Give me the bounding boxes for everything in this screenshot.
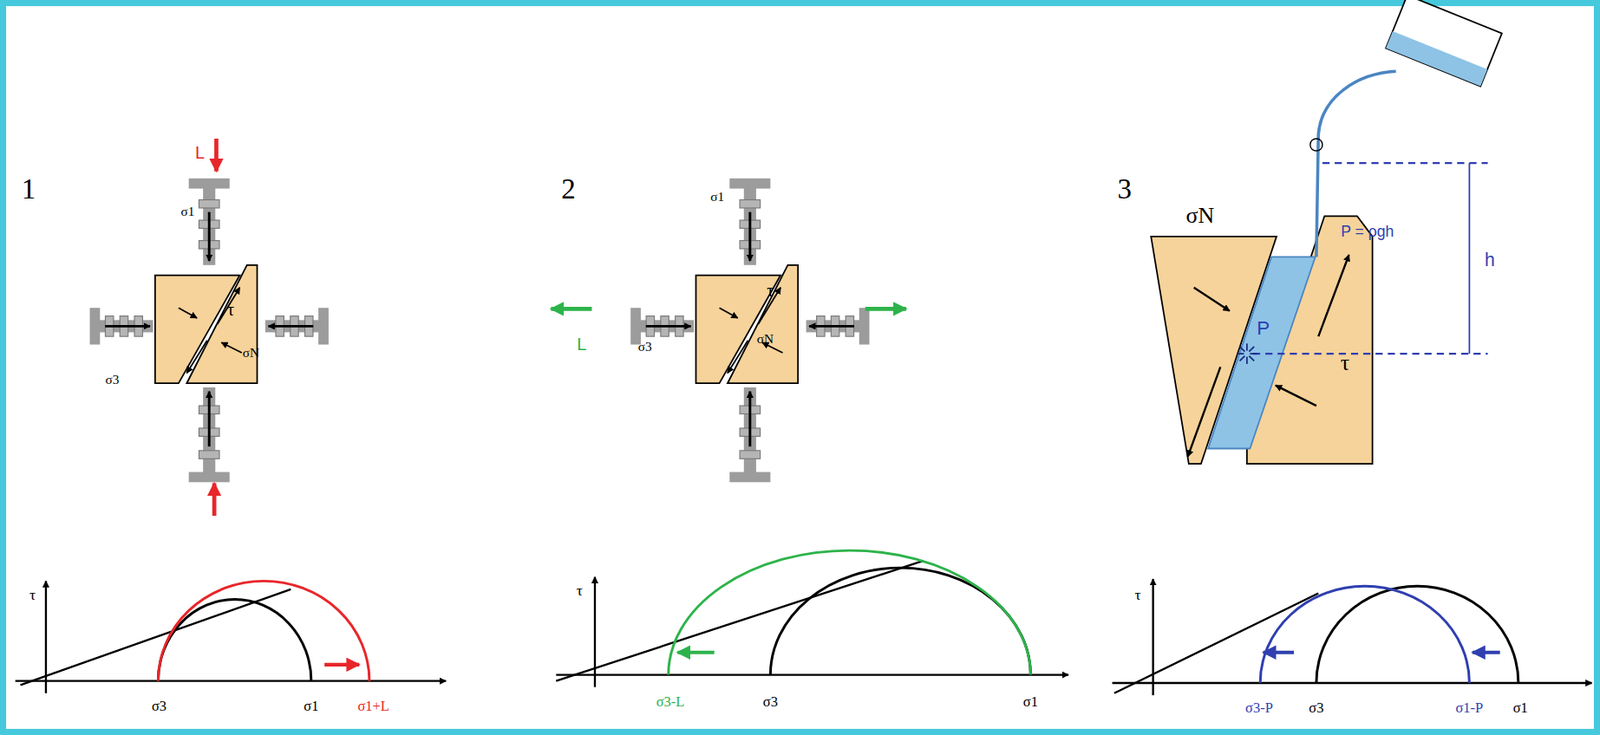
loading-piston (265, 307, 329, 345)
panel-number: 1 (21, 174, 36, 203)
pressure-burst (1236, 352, 1244, 355)
pressure-burst (1240, 356, 1246, 362)
valve (1310, 138, 1323, 151)
shift-arrow (1263, 651, 1294, 655)
stress-label: σ3 (638, 339, 653, 353)
normal-arrow (178, 307, 197, 319)
pressure-burst (1248, 346, 1254, 353)
loading-piston (729, 387, 771, 483)
height-label: h (1484, 250, 1496, 269)
pressure-burst (1240, 346, 1246, 353)
pressure-formula: P = ρgh (1340, 224, 1394, 241)
axis-tick-label: σ3 (763, 694, 778, 709)
panel-number: 2 (561, 174, 575, 203)
loading-piston (189, 178, 230, 266)
shear-label: τ (227, 300, 235, 319)
loading-piston (189, 387, 230, 483)
sigma-axis (15, 679, 447, 682)
mohr-circle (157, 581, 370, 681)
stress-arrow (104, 325, 151, 328)
rock-block (186, 265, 257, 384)
pressure-burst (1246, 357, 1248, 365)
failure-envelope (20, 589, 292, 686)
axis-tick-label: σ1+L (357, 699, 389, 714)
stress-label: σN (242, 346, 260, 360)
level-line (1253, 352, 1489, 355)
axis-label: τ (1134, 587, 1141, 604)
height-line (1469, 163, 1471, 354)
mohr-circle (1260, 586, 1470, 684)
axis-tick-label: σ3 (1308, 700, 1324, 715)
axis-tick-label: σ1 (1513, 700, 1529, 715)
stress-arrow (748, 391, 752, 448)
level-line (1322, 162, 1489, 164)
stress-label: σ1 (710, 189, 725, 203)
shear-arrow (217, 287, 241, 325)
shear-label: τ (1340, 352, 1350, 375)
shear-label: τ (766, 281, 774, 300)
unload-label: L (576, 335, 587, 353)
loading-piston (729, 178, 771, 266)
pressure-burst (1249, 352, 1257, 355)
load-arrow (212, 483, 217, 516)
axis-tick-label: σ3 (151, 699, 167, 714)
stress-label: σN (757, 332, 774, 346)
loading-piston (806, 307, 870, 345)
stress-arrow (646, 325, 692, 328)
stress-arrow (267, 325, 314, 328)
normal-arrow (1194, 287, 1230, 312)
mohr-circle (668, 550, 1032, 675)
axis-label: τ (29, 587, 36, 604)
stress-label: σ3 (104, 372, 119, 386)
water-bucket (1385, 0, 1503, 87)
loading-piston (90, 307, 154, 345)
mohr-circle (157, 600, 311, 682)
stress-label: σ1 (181, 204, 196, 218)
axis-tick-label: σ1 (1023, 694, 1039, 709)
axis-tick-label: σ3-L (656, 694, 686, 709)
tau-axis (594, 577, 596, 688)
unload-arrow (550, 306, 592, 312)
fluid-layer (1208, 256, 1316, 449)
mohr-circle (770, 568, 1031, 675)
pressure-burst (1246, 343, 1248, 351)
stress-arrow (809, 325, 855, 328)
shift-arrow (1472, 651, 1501, 655)
shear-arrow (186, 340, 208, 374)
normal-arrow (1275, 385, 1317, 407)
load-arrow (214, 138, 219, 172)
stress-arrow (748, 212, 752, 262)
frame (3, 3, 1598, 733)
pressure-label: P (1256, 319, 1270, 339)
shear-arrow (1188, 366, 1222, 458)
unload-arrow (865, 306, 907, 312)
shift-arrow (677, 651, 714, 655)
failure-envelope (1114, 594, 1319, 694)
axis-tick-label: σ1-P (1455, 700, 1483, 715)
normal-arrow (719, 307, 738, 319)
axis-label: τ (576, 584, 583, 601)
load-label: L (195, 143, 205, 162)
stress-arrow (208, 212, 211, 262)
shear-arrow (727, 340, 749, 374)
failure-envelope (555, 561, 924, 682)
panel-number: 3 (1116, 174, 1131, 203)
rock-block (727, 265, 798, 384)
stress-label: σN (1185, 204, 1215, 228)
pressure-burst (1248, 356, 1254, 362)
axis-tick-label: σ3-P (1245, 700, 1274, 715)
sigma-axis (1112, 682, 1593, 685)
loading-piston (630, 307, 694, 345)
sigma-axis (555, 673, 1069, 676)
shear-arrow (1318, 254, 1349, 337)
shift-arrow (324, 663, 360, 667)
tau-axis (1151, 579, 1154, 696)
stress-arrow (208, 391, 211, 448)
axis-tick-label: σ1 (303, 699, 319, 714)
normal-arrow (221, 342, 242, 353)
